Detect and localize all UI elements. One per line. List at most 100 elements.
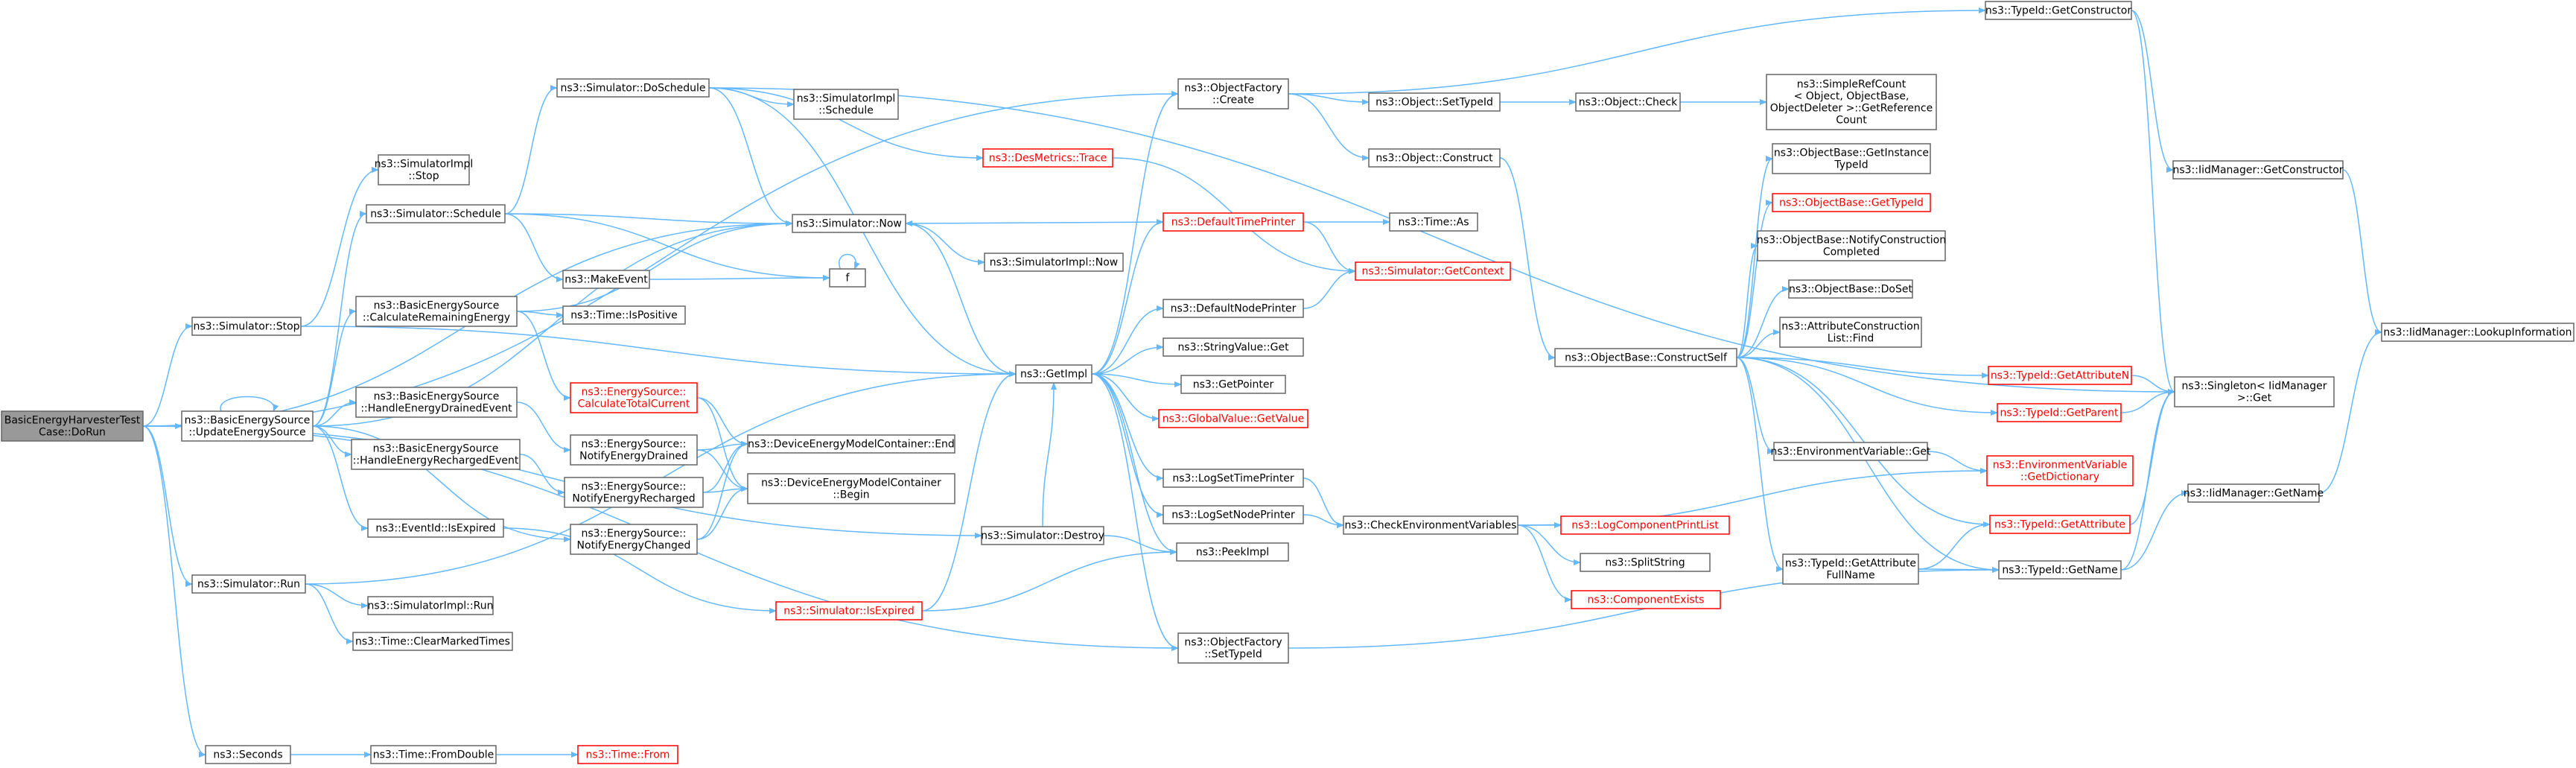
node-label: ns3::Simulator::Schedule bbox=[370, 209, 501, 220]
node-box bbox=[1772, 143, 1931, 174]
edge-n20-to-n25 bbox=[696, 441, 748, 540]
node-ns3-time-clearmarkedtimes[interactable]: ns3::Time::ClearMarkedTimes bbox=[352, 632, 513, 651]
node-ns3-eventid-isexpired[interactable]: ns3::EventId::IsExpired bbox=[367, 518, 504, 538]
node-ns3-singleton-iidmanager-get[interactable]: ns3::Singleton< IidManager>::Get bbox=[2174, 376, 2335, 407]
node-ns3-globalvalue-getvalue[interactable]: ns3::GlobalValue::GetValue bbox=[1158, 409, 1308, 428]
node-label: ns3::Object::Construct bbox=[1376, 153, 1493, 165]
node-label: NotifyEnergyChanged bbox=[577, 540, 691, 552]
node-ns3-simulator-destroy[interactable]: ns3::Simulator::Destroy bbox=[981, 526, 1104, 545]
node-ns3-simulator-stop[interactable]: ns3::Simulator::Stop bbox=[191, 317, 302, 336]
node-ns3-logsetnodeprinter[interactable]: ns3::LogSetNodePrinter bbox=[1163, 505, 1304, 524]
node-ns3-checkenvironmentvariables[interactable]: ns3::CheckEnvironmentVariables bbox=[1343, 515, 1518, 535]
node-ns3-componentexists[interactable]: ns3::ComponentExists bbox=[1571, 590, 1721, 609]
node-ns3-object-settypeid[interactable]: ns3::Object::SetTypeId bbox=[1368, 92, 1501, 112]
node-ns3-seconds[interactable]: ns3::Seconds bbox=[205, 745, 291, 764]
node-box bbox=[577, 745, 678, 764]
node-label: ns3::ObjectFactory bbox=[1184, 637, 1282, 649]
node-ns3-energysource-notifyenergydrained[interactable]: ns3::EnergySource::NotifyEnergyDrained bbox=[570, 434, 698, 466]
node-ns3-time-as[interactable]: ns3::Time::As bbox=[1389, 212, 1478, 232]
node-ns3-typeid-getparent[interactable]: ns3::TypeId::GetParent bbox=[1997, 403, 2122, 422]
node-box bbox=[1571, 590, 1721, 609]
edge-n60-to-n67 bbox=[2120, 389, 2175, 413]
node-ns3-objectfactory-settypeid[interactable]: ns3::ObjectFactory::SetTypeId bbox=[1177, 632, 1289, 664]
node-ns3-simulatorimpl-stop[interactable]: ns3::SimulatorImpl::Stop bbox=[375, 154, 474, 185]
node-ns3-energysource-notifyenergyrecharged[interactable]: ns3::EnergySource::NotifyEnergyRecharged bbox=[564, 477, 704, 508]
node-ns3-typeid-getname[interactable]: ns3::TypeId::GetName bbox=[1998, 560, 2122, 580]
node-ns3-simulator-now[interactable]: ns3::Simulator::Now bbox=[792, 214, 906, 233]
node-ns3-simulator-run[interactable]: ns3::Simulator::Run bbox=[191, 574, 306, 594]
node-ns3-simulator-doschedule[interactable]: ns3::Simulator::DoSchedule bbox=[556, 78, 710, 98]
node-ns3-object-construct[interactable]: ns3::Object::Construct bbox=[1368, 148, 1501, 168]
node-label: ns3::ObjectBase::GetTypeId bbox=[1779, 197, 1924, 209]
node-box bbox=[570, 382, 698, 413]
node-f[interactable]: f bbox=[829, 268, 866, 288]
node-ns3-simulator-getcontext[interactable]: ns3::Simulator::GetContext bbox=[1355, 261, 1511, 281]
node-ns3-getimpl[interactable]: ns3::GetImpl bbox=[1015, 364, 1093, 384]
node-ns3-environmentvariable-getdictionary[interactable]: ns3::EnvironmentVariable::GetDictionary bbox=[1986, 455, 2134, 486]
node-ns3-time-ispositive[interactable]: ns3::Time::IsPositive bbox=[562, 305, 686, 325]
node-ns3-objectfactory-create[interactable]: ns3::ObjectFactory::Create bbox=[1177, 78, 1289, 110]
node-box bbox=[1988, 366, 2132, 385]
node-ns3-energysource-calculatetotalcurrent[interactable]: ns3::EnergySource::CalculateTotalCurrent bbox=[570, 382, 698, 413]
node-ns3-typeid-getconstructor[interactable]: ns3::TypeId::GetConstructor bbox=[1985, 1, 2132, 20]
node-ns3-time-from[interactable]: ns3::Time::From bbox=[577, 745, 678, 764]
node-box bbox=[984, 253, 1124, 272]
node-ns3-objectbase-constructself[interactable]: ns3::ObjectBase::ConstructSelf bbox=[1554, 348, 1737, 367]
node-ns3-objectbase-gettypeid[interactable]: ns3::ObjectBase::GetTypeId bbox=[1772, 193, 1931, 212]
node-ns3-energysource-notifyenergychanged[interactable]: ns3::EnergySource::NotifyEnergyChanged bbox=[570, 524, 698, 555]
node-ns3-deviceenergymodelcontainer-end[interactable]: ns3::DeviceEnergyModelContainer::End bbox=[747, 434, 955, 454]
node-ns3-logsettimeprinter[interactable]: ns3::LogSetTimePrinter bbox=[1163, 469, 1304, 488]
node-label: ns3::EnergySource:: bbox=[581, 387, 686, 399]
node-label: ns3::EnergySource:: bbox=[581, 439, 686, 451]
node-label: ns3::GetPointer bbox=[1193, 379, 1274, 391]
edge-n30-to-n41 bbox=[1091, 373, 1179, 651]
node-label: BasicEnergyHarvesterTest bbox=[4, 415, 141, 427]
node-ns3-environmentvariable-get[interactable]: ns3::EnvironmentVariable::Get bbox=[1771, 442, 1931, 461]
node-label: ::HandleEnergyRechargedEvent bbox=[353, 455, 519, 467]
node-ns3-peekimpl[interactable]: ns3::PeekImpl bbox=[1176, 542, 1289, 562]
node-box bbox=[351, 439, 521, 470]
node-ns3-iidmanager-getname[interactable]: ns3::IidManager::GetName bbox=[2184, 483, 2324, 503]
node-ns3-simplerefcount-object-objectbase-objectdeleter-getrefere[interactable]: ns3::SimpleRefCount< Object, ObjectBase,… bbox=[1766, 74, 1937, 130]
edge-n2-to-n2 bbox=[220, 396, 279, 412]
node-ns3-iidmanager-getconstructor[interactable]: ns3::IidManager::GetConstructor bbox=[2172, 160, 2344, 180]
edge-n48-to-n58 bbox=[1736, 329, 1781, 358]
node-ns3-simulatorimpl-now[interactable]: ns3::SimulatorImpl::Now bbox=[984, 253, 1124, 272]
node-ns3-defaultnodeprinter[interactable]: ns3::DefaultNodePrinter bbox=[1163, 299, 1304, 318]
node-ns3-stringvalue-get[interactable]: ns3::StringValue::Get bbox=[1163, 337, 1304, 357]
node-ns3-logcomponentprintlist[interactable]: ns3::LogComponentPrintList bbox=[1560, 515, 1730, 535]
node-label: ns3::Simulator::Destroy bbox=[981, 530, 1104, 542]
edge-n2-to-n10 bbox=[312, 425, 369, 531]
node-ns3-typeid-getattributen[interactable]: ns3::TypeId::GetAttributeN bbox=[1988, 366, 2132, 385]
node-ns3-typeid-getattribute[interactable]: ns3::TypeId::GetAttribute bbox=[1989, 515, 2131, 534]
node-ns3-object-check[interactable]: ns3::Object::Check bbox=[1575, 92, 1681, 112]
node-ns3-iidmanager-lookupinformation[interactable]: ns3::IidManager::LookupInformation bbox=[2381, 323, 2575, 342]
node-ns3-simulatorimpl-run[interactable]: ns3::SimulatorImpl::Run bbox=[367, 596, 494, 615]
node-ns3-objectbase-doset[interactable]: ns3::ObjectBase::DoSet bbox=[1788, 279, 1913, 299]
node-ns3-basicenergysource-handleenergyrechargedevent[interactable]: ns3::BasicEnergySource::HandleEnergyRech… bbox=[351, 439, 521, 470]
node-ns3-basicenergysource-handleenergydrainedevent[interactable]: ns3::BasicEnergySource::HandleEnergyDrai… bbox=[355, 387, 518, 418]
node-ns3-deviceenergymodelcontainer-begin[interactable]: ns3::DeviceEnergyModelContainer::Begin bbox=[747, 473, 955, 504]
node-ns3-basicenergysource-updateenergysource[interactable]: ns3::BasicEnergySource::UpdateEnergySour… bbox=[181, 410, 314, 442]
node-ns3-basicenergysource-calculateremainingenergy[interactable]: ns3::BasicEnergySource::CalculateRemaini… bbox=[355, 296, 518, 327]
node-ns3-simulatorimpl-schedule[interactable]: ns3::SimulatorImpl::Schedule bbox=[793, 89, 899, 120]
node-label: ::Begin bbox=[833, 489, 869, 501]
edge-n10-to-n27 bbox=[503, 527, 777, 614]
node-ns3-simulator-isexpired[interactable]: ns3::Simulator::IsExpired bbox=[775, 601, 923, 621]
node-label: ns3::IidManager::GetName bbox=[2184, 488, 2324, 500]
edge-n31-to-n30 bbox=[1042, 382, 1057, 527]
node-ns3-simulator-schedule[interactable]: ns3::Simulator::Schedule bbox=[366, 204, 506, 223]
node-box bbox=[367, 596, 494, 615]
node-ns3-makeevent[interactable]: ns3::MakeEvent bbox=[562, 270, 650, 289]
node-ns3-defaulttimeprinter[interactable]: ns3::DefaultTimePrinter bbox=[1163, 212, 1304, 232]
edge-n46-to-n50 bbox=[1517, 524, 1581, 565]
node-ns3-getpointer[interactable]: ns3::GetPointer bbox=[1180, 375, 1286, 394]
node-ns3-splitstring[interactable]: ns3::SplitString bbox=[1580, 553, 1711, 572]
node-box bbox=[1368, 148, 1501, 168]
node-ns3-time-fromdouble[interactable]: ns3::Time::FromDouble bbox=[370, 745, 497, 764]
node-ns3-desmetrics-trace[interactable]: ns3::DesMetrics::Trace bbox=[982, 148, 1113, 168]
node-ns3-objectbase-notifyconstruction-completed[interactable]: ns3::ObjectBase::NotifyConstructionCompl… bbox=[1757, 230, 1946, 261]
